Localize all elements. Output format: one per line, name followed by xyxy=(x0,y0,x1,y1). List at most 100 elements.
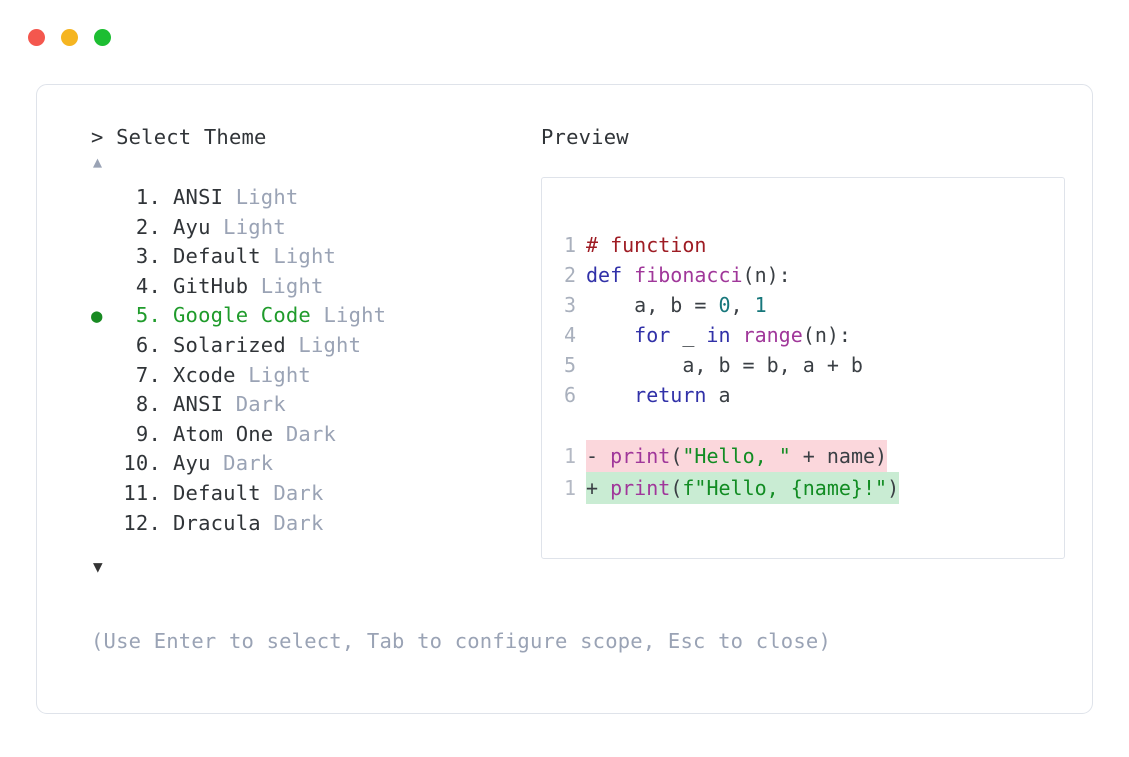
selected-bullet-icon: ● xyxy=(91,305,103,328)
code-token-keyword: for xyxy=(634,323,671,347)
maximize-button[interactable] xyxy=(94,28,111,46)
theme-item-name: Solarized xyxy=(173,332,286,357)
scroll-down-icon[interactable]: ▼ xyxy=(93,557,103,577)
code-token-plain: (n): xyxy=(742,263,791,287)
theme-list-item[interactable]: 8.ANSI Dark xyxy=(91,390,533,420)
selected-bullet-icon xyxy=(91,480,117,509)
theme-item-variant: Light xyxy=(235,362,311,387)
code-token-string: "Hello, " xyxy=(682,444,791,468)
theme-item-variant: Light xyxy=(248,273,324,298)
theme-item-name: Default xyxy=(173,480,261,505)
scroll-up-icon[interactable]: ▲ xyxy=(93,153,103,171)
theme-picker-card: > Select Theme ▲ 1. ANSI Light 2.Ayu Ligh… xyxy=(36,84,1093,714)
theme-list-item[interactable]: 6. Solarized Light xyxy=(91,331,533,361)
two-column-layout: > Select Theme ▲ 1. ANSI Light 2.Ayu Ligh… xyxy=(63,123,1065,582)
theme-list-item[interactable]: 11. Default Dark xyxy=(91,479,533,509)
theme-item-index: 5. xyxy=(135,303,161,328)
theme-item-index: 8. xyxy=(135,392,161,417)
code-line: 6 return a xyxy=(542,380,1064,410)
theme-item-variant: Dark xyxy=(260,510,324,535)
theme-list-item[interactable]: 10.Ayu Dark xyxy=(91,449,533,479)
code-token-plain xyxy=(586,383,634,407)
code-line: 1 # function xyxy=(542,230,1064,260)
theme-list-item[interactable]: 7.Xcode Light xyxy=(91,361,533,391)
theme-item-variant: Dark xyxy=(260,480,324,505)
theme-list-item[interactable]: 12.Dracula Dark xyxy=(91,509,533,539)
code-token-plain: ( xyxy=(670,444,683,468)
code-token-plain xyxy=(586,323,634,347)
code-token-keyword: def xyxy=(586,263,635,287)
minimize-button[interactable] xyxy=(61,28,78,46)
close-button[interactable] xyxy=(28,28,45,46)
theme-item-index: 9. xyxy=(135,421,161,446)
selected-bullet-icon xyxy=(91,243,117,272)
code-token-number: 1 xyxy=(754,293,767,317)
theme-item-index: 6. xyxy=(135,332,161,357)
code-line: 3 a, b = 0, 1 xyxy=(542,290,1064,320)
code-token-func: fibonacci xyxy=(634,263,743,287)
preview-title: Preview xyxy=(541,125,629,149)
code-token-comment: # function xyxy=(586,233,707,257)
code-line-number: 3 xyxy=(563,293,576,317)
theme-item-name: Google Code xyxy=(173,303,311,328)
theme-item-name: ANSI xyxy=(173,185,224,209)
window-titlebar xyxy=(28,28,111,46)
diff-marker: - xyxy=(586,444,611,468)
keyboard-hint: (Use Enter to select, Tab to configure s… xyxy=(91,629,831,653)
theme-item-name: Ayu xyxy=(173,451,211,476)
theme-item-name: Atom One xyxy=(173,421,274,446)
code-token-func: range xyxy=(742,323,803,347)
theme-list-item[interactable]: 2.Ayu Light xyxy=(91,213,533,243)
theme-list-item[interactable]: 4. GitHub Light xyxy=(91,272,533,302)
theme-item-name: Default xyxy=(173,244,261,269)
code-token-func: print xyxy=(610,476,671,500)
prompt-caret-icon: > xyxy=(91,125,104,149)
code-line-source: def fibonacci(n): xyxy=(586,260,791,290)
theme-item-index: 3. xyxy=(135,244,161,269)
theme-selector-column: > Select Theme ▲ 1. ANSI Light 2.Ayu Ligh… xyxy=(63,123,533,582)
selected-bullet-icon xyxy=(91,421,117,450)
code-line-source: return a xyxy=(586,380,730,410)
diff-line-number: 1 xyxy=(563,444,576,468)
code-token-plain: , xyxy=(730,293,755,317)
theme-item-name: Ayu xyxy=(173,214,211,239)
diff-line-del: 1- print("Hello, " + name) xyxy=(542,440,1064,472)
theme-item-index: 7. xyxy=(135,362,161,387)
code-token-plain: _ xyxy=(670,323,707,347)
theme-item-index: 12. xyxy=(123,510,161,535)
selected-bullet-icon xyxy=(91,273,117,302)
theme-item-index: 1. xyxy=(135,185,161,209)
theme-item-variant: Dark xyxy=(273,421,337,446)
theme-list-item[interactable]: ● 5. Google Code Light xyxy=(91,301,533,331)
theme-list-item[interactable]: 9. Atom One Dark xyxy=(91,420,533,450)
theme-item-index: 11. xyxy=(123,480,161,505)
diff-marker: + xyxy=(586,476,611,500)
theme-item-variant: Light xyxy=(260,244,337,269)
selected-bullet-icon xyxy=(91,214,117,243)
card-content: > Select Theme ▲ 1. ANSI Light 2.Ayu Ligh… xyxy=(37,85,1092,713)
theme-list-item[interactable]: 1.ANSI Light xyxy=(91,183,533,213)
selected-bullet-icon xyxy=(91,391,117,420)
theme-list-item[interactable]: 3. Default Light xyxy=(91,242,533,272)
prompt-row: > Select Theme xyxy=(91,123,533,151)
code-token-plain: a, b = b, a + b xyxy=(586,353,863,377)
theme-item-name: GitHub xyxy=(173,273,249,298)
theme-item-variant: Light xyxy=(310,303,387,328)
code-token-plain: ) xyxy=(887,476,900,500)
code-token-number: 0 xyxy=(718,293,731,317)
code-token-plain: a, b = xyxy=(586,293,719,317)
theme-item-variant: Light xyxy=(285,332,362,357)
selected-bullet-icon xyxy=(91,450,117,479)
code-token-plain: + name) xyxy=(790,444,888,468)
code-line-number: 1 xyxy=(563,233,576,257)
theme-item-variant: Dark xyxy=(223,392,286,417)
code-blank-line xyxy=(542,410,1064,440)
code-token-plain xyxy=(731,323,743,347)
code-token-plain: (n): xyxy=(802,323,851,347)
code-token-func: print xyxy=(610,444,671,468)
theme-item-index: 4. xyxy=(135,273,161,298)
diff-line-add: 1+ print(f"Hello, {name}!") xyxy=(542,472,1064,504)
